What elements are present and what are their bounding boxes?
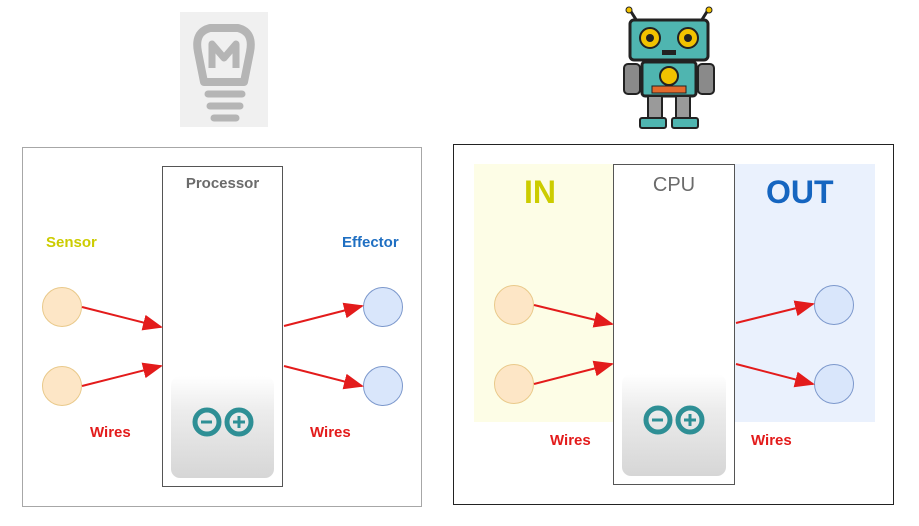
sensor-label: Sensor xyxy=(46,234,97,251)
wire-arrow-in-bottom xyxy=(533,360,614,385)
in-node-top xyxy=(494,285,534,325)
sensor-node-top xyxy=(42,287,82,327)
arduino-logo-icon xyxy=(190,407,256,442)
wire-arrow-effector-bottom xyxy=(283,365,364,390)
effector-node-bottom xyxy=(363,366,403,406)
out-node-bottom xyxy=(814,364,854,404)
wire-arrow-sensor-top xyxy=(81,306,163,331)
wires-label-right: Wires xyxy=(310,424,351,441)
arduino-logo-icon xyxy=(641,405,707,440)
wires-label-cpu-left: Wires xyxy=(550,432,591,449)
robot-icon xyxy=(618,6,720,130)
out-node-top xyxy=(814,285,854,325)
processor-label: Processor xyxy=(185,175,260,192)
effector-label: Effector xyxy=(342,234,399,251)
wire-arrow-in-top xyxy=(533,304,614,328)
in-label: IN xyxy=(524,174,556,210)
wire-arrow-out-top xyxy=(735,300,815,324)
cpu-label: CPU xyxy=(652,174,696,196)
effector-node-top xyxy=(363,287,403,327)
wires-label-cpu-right: Wires xyxy=(751,432,792,449)
in-node-bottom xyxy=(494,364,534,404)
lightbulb-logo-icon xyxy=(180,12,268,127)
processor-board xyxy=(171,376,274,478)
wires-label-left: Wires xyxy=(90,424,131,441)
cpu-board xyxy=(622,374,726,476)
wire-arrow-sensor-bottom xyxy=(81,362,163,387)
out-label: OUT xyxy=(766,174,834,210)
wire-arrow-effector-top xyxy=(283,302,364,327)
sensor-node-bottom xyxy=(42,366,82,406)
wire-arrow-out-bottom xyxy=(735,363,815,388)
